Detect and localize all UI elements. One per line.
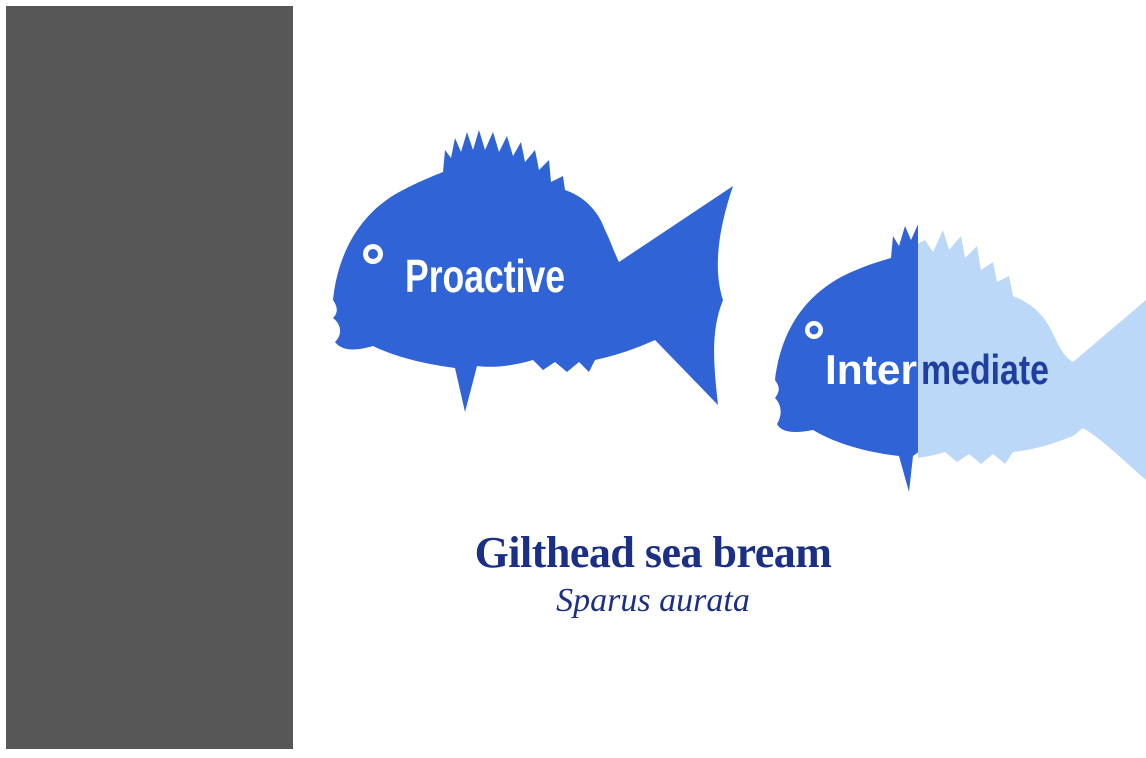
species-caption: Gilthead sea bream Sparus aurata <box>443 527 863 623</box>
side-panel <box>6 6 293 749</box>
fish-figure: Proactive Inter mediate Gilthead sea bre… <box>293 0 1146 758</box>
proactive-fish: Proactive <box>333 130 733 412</box>
scientific-name: Sparus aurata <box>443 579 863 623</box>
intermediate-label-part1: Inter <box>825 346 917 393</box>
fish-illustration: Proactive Inter mediate <box>293 0 1146 758</box>
common-name: Gilthead sea bream <box>443 527 863 579</box>
intermediate-label-part2: mediate <box>921 346 1049 393</box>
intermediate-fish: Inter mediate <box>775 222 1146 492</box>
proactive-label: Proactive <box>405 250 565 302</box>
